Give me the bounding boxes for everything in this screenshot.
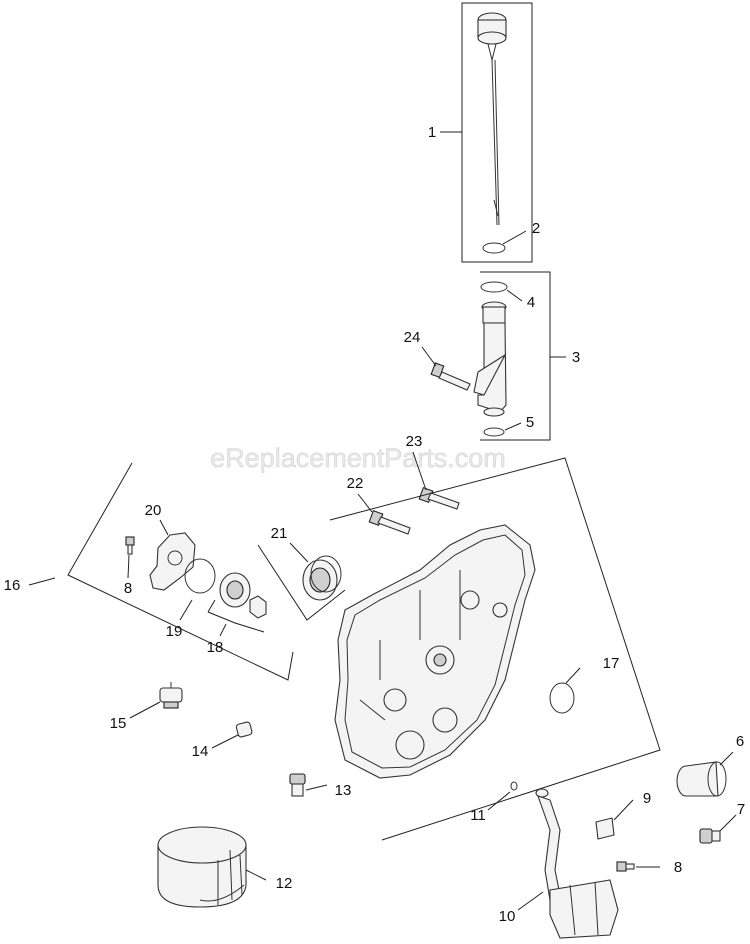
clip-9[interactable] [595,817,615,840]
label-1: 1 [428,124,436,141]
o-ring-4[interactable] [480,281,508,293]
o-ring-17[interactable] [549,682,575,714]
screw-8-right[interactable] [616,861,635,872]
screw-8-left[interactable] [125,536,135,555]
label-2: 2 [532,220,540,237]
label-21: 21 [271,525,288,542]
plug-13[interactable] [289,773,306,797]
tube-bracket [480,271,551,441]
bolt-24[interactable] [430,362,471,391]
dipstick-tube[interactable] [473,301,507,417]
label-8-left: 8 [124,580,132,597]
label-12: 12 [276,875,293,892]
o-ring-2[interactable] [482,242,506,254]
pickup-tube-10[interactable] [535,788,619,939]
label-7: 7 [737,801,745,818]
label-22: 22 [347,475,364,492]
label-17: 17 [603,655,620,672]
label-6: 6 [736,733,744,750]
dipstick-part[interactable] [461,2,533,263]
pump-cover-20[interactable] [149,532,196,591]
oil-filter-12[interactable] [157,826,247,908]
pin-11[interactable] [510,781,518,791]
label-13: 13 [335,782,352,799]
label-14: 14 [192,743,209,760]
label-5: 5 [526,414,534,431]
leader-lines [28,131,737,911]
rotor-18[interactable] [219,572,267,619]
seal-21[interactable] [302,555,342,601]
dipstick-bracket [461,2,533,263]
pump-group-outline [67,462,346,681]
o-ring-5[interactable] [483,427,505,437]
oil-pressure-switch-15[interactable] [159,682,183,709]
label-16: 16 [4,577,21,594]
label-10: 10 [499,908,516,925]
bushing-6[interactable] [676,761,727,797]
label-3: 3 [572,349,580,366]
label-9: 9 [643,790,651,807]
label-20: 20 [145,502,162,519]
fitting-7[interactable] [699,828,721,844]
label-4: 4 [527,294,535,311]
label-18: 18 [207,639,224,656]
o-ring-19[interactable] [184,558,216,594]
part-labels: 1 2 3 4 5 24 23 22 21 20 8 19 18 16 17 1… [4,124,746,925]
label-23: 23 [406,433,423,450]
watermark-text: eReplacementParts.com [210,443,506,473]
label-11: 11 [470,807,486,824]
label-15: 15 [110,715,127,732]
rotor-bracket [207,599,265,633]
label-8-right: 8 [674,859,682,876]
label-19: 19 [166,623,183,640]
bolt-22[interactable] [368,509,411,535]
closure-plate-outline [329,457,661,841]
closure-plate[interactable] [334,524,536,779]
label-24: 24 [404,329,421,346]
bolt-23[interactable] [418,486,460,510]
plug-14[interactable] [235,721,253,738]
